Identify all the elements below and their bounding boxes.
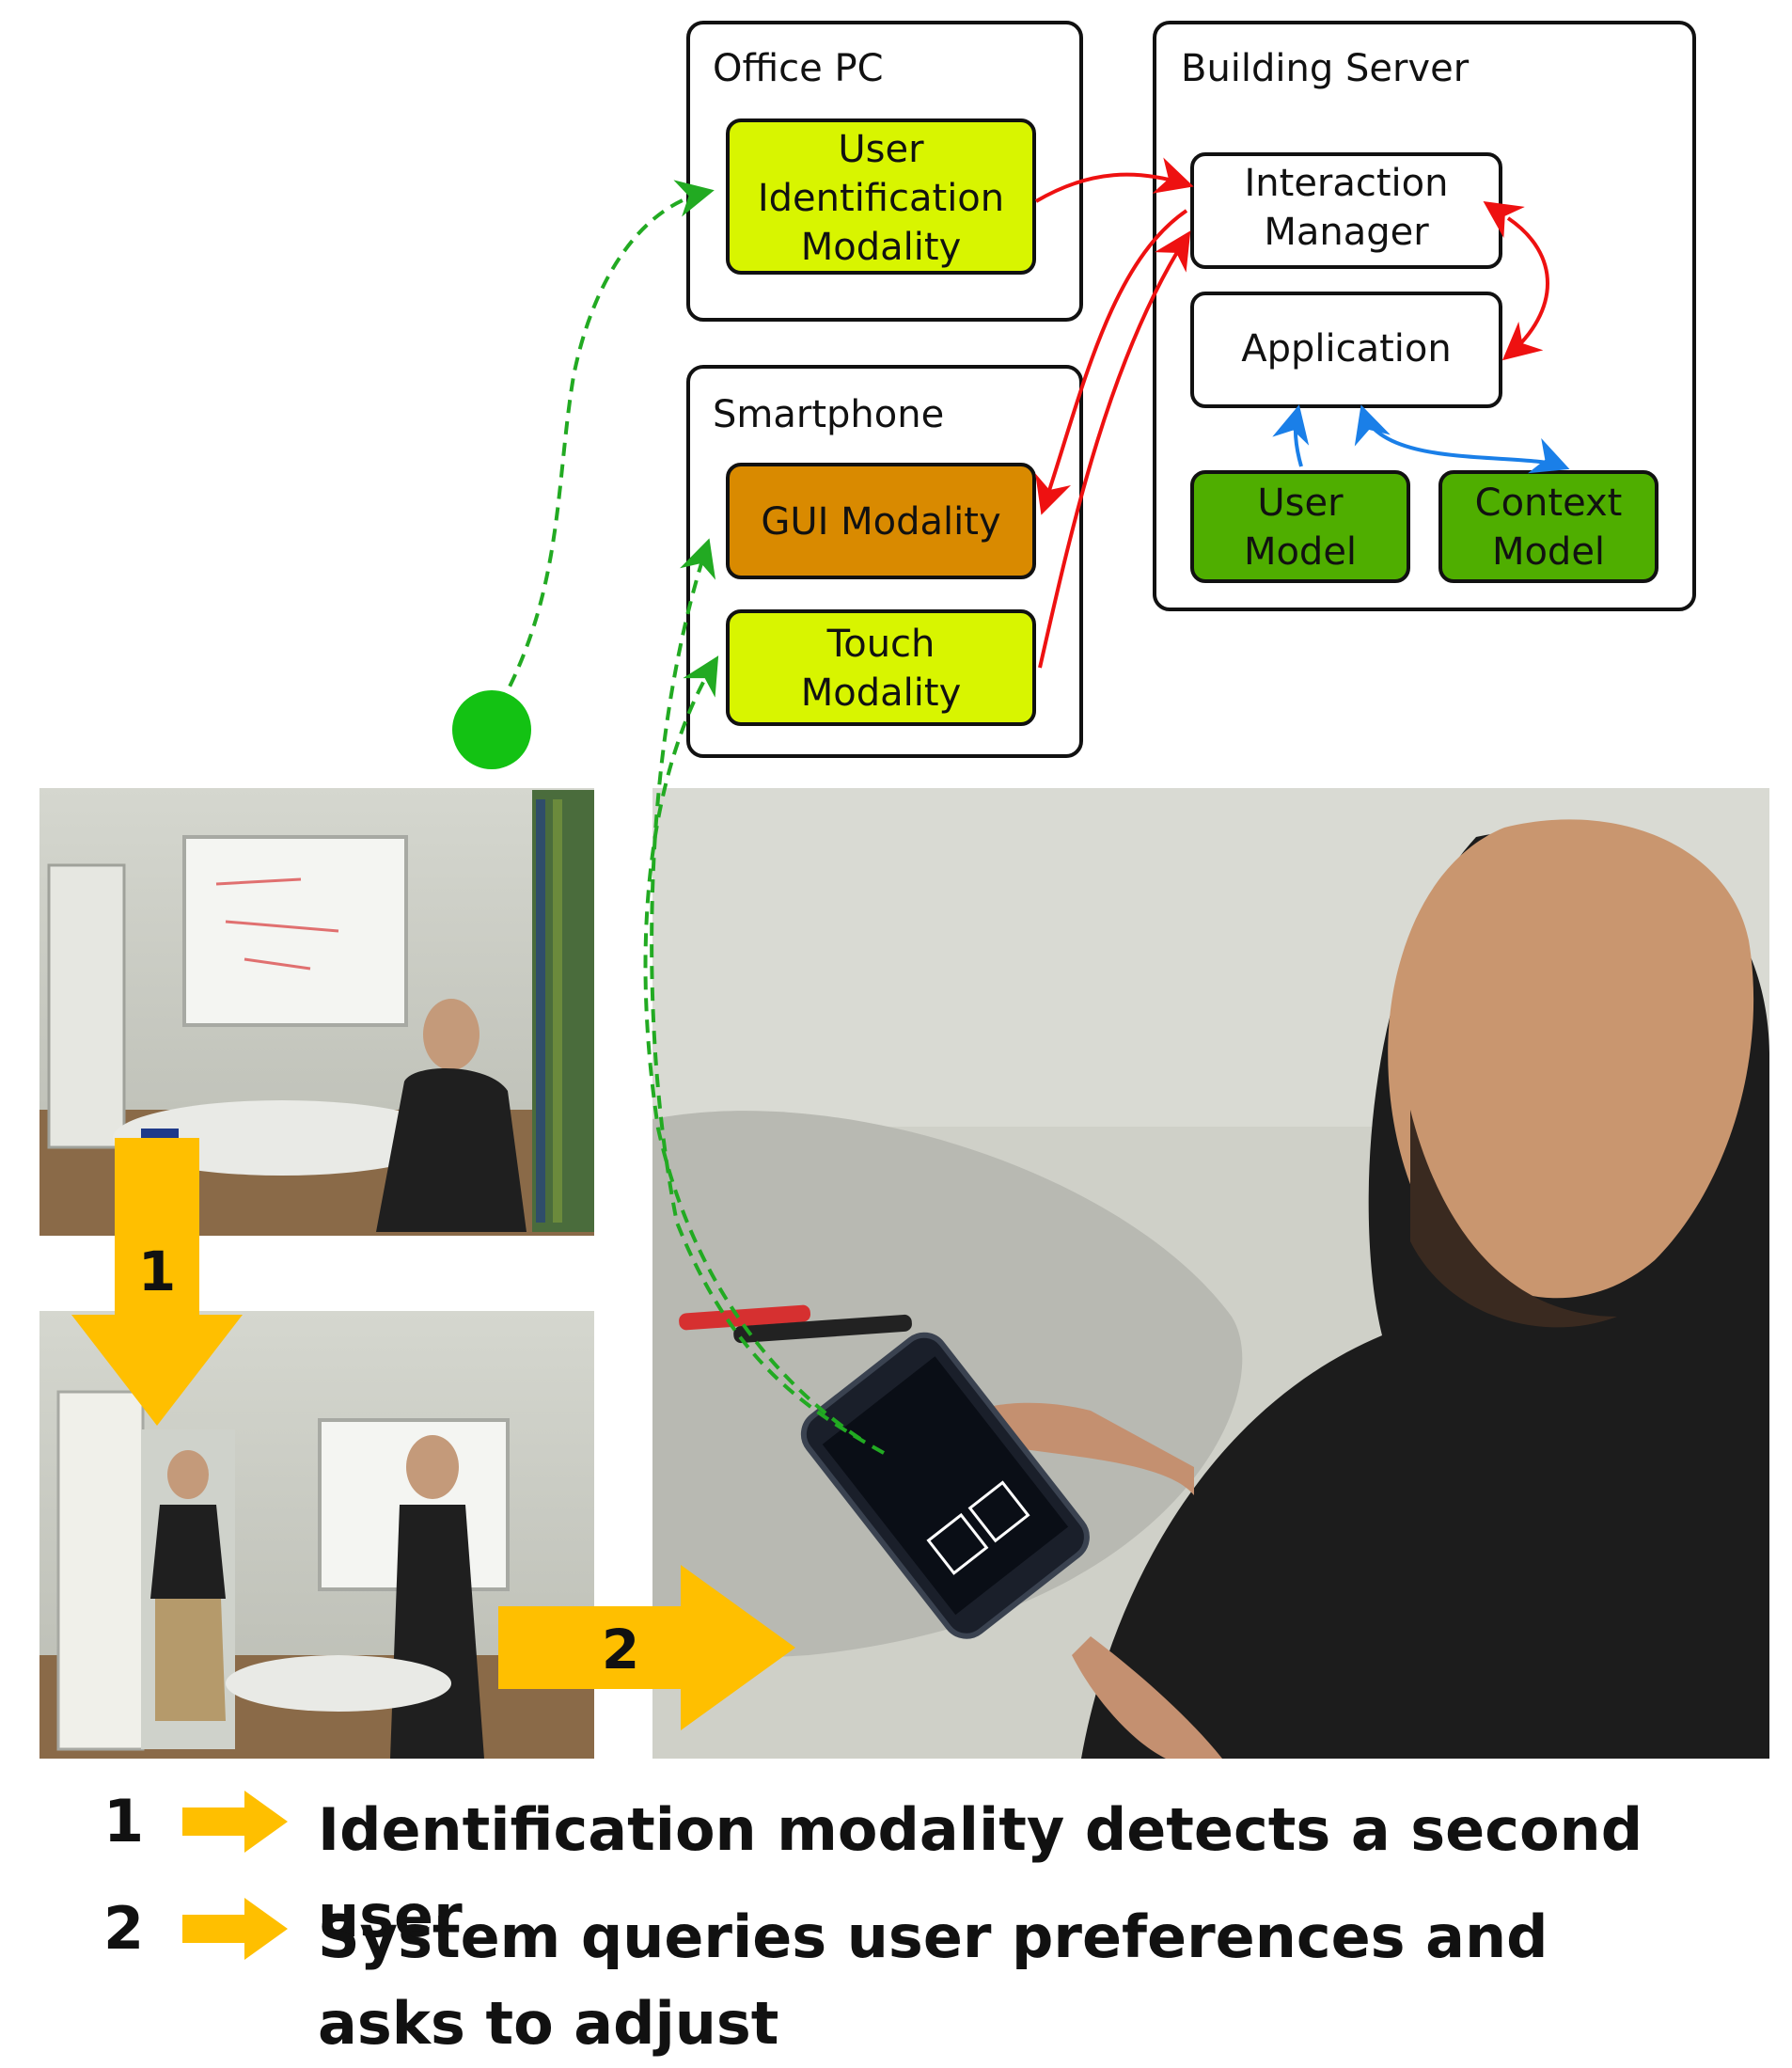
touch-modality-line-1: Touch	[826, 623, 935, 666]
office-pc-box: Office PC User Identification Modality	[686, 21, 1083, 322]
touch-modality-line-2: Modality	[801, 671, 961, 715]
application-label: Application	[1241, 327, 1452, 371]
flow-phone-to-gui	[650, 538, 885, 1455]
smartphone-box: Smartphone GUI Modality Touch Modality	[686, 365, 1083, 758]
step-legend: 1 Identification modality detects a seco…	[0, 1768, 1792, 2068]
block-arrow-icon	[182, 1791, 288, 1853]
photo-smartphone-prompt	[652, 788, 1769, 1759]
gui-modality: GUI Modality	[726, 463, 1036, 579]
flow-identification-to-manager	[1034, 157, 1194, 203]
identification-modality-line-2: Identification	[758, 177, 1004, 220]
flow-application-context-model	[1354, 404, 1570, 474]
flow-user-model-to-application	[1272, 404, 1310, 467]
interaction-manager: Interaction Manager	[1190, 152, 1502, 269]
building-server-box: Building Server Interaction Manager Appl…	[1153, 21, 1696, 611]
touch-modality: Touch Modality	[726, 609, 1036, 726]
building-server-title: Building Server	[1181, 47, 1470, 90]
identification-modality: User Identification Modality	[726, 118, 1036, 275]
identification-modality-line-1: User	[838, 128, 924, 171]
photo-seated-user	[39, 788, 594, 1236]
flow-manager-application	[1483, 201, 1549, 361]
flow-phone-to-touch	[643, 655, 862, 1441]
legend-number-2: 2	[103, 1894, 145, 1963]
step-1-number: 1	[138, 1239, 176, 1303]
identification-modality-line-3: Modality	[801, 226, 961, 269]
step-1-arrow: 1	[71, 1138, 243, 1426]
flow-touch-to-manager	[1038, 230, 1191, 669]
legend-number-1: 1	[103, 1787, 145, 1855]
legend-text-1: Identification modality detects a second…	[318, 1795, 1643, 1950]
user-model-line-1: User	[1257, 481, 1344, 525]
user-model-line-2: Model	[1244, 530, 1357, 574]
legend-text-2: System queries user preferences and asks…	[318, 1902, 1548, 2058]
flow-user-to-identification	[487, 180, 715, 726]
context-model-line-1: Context	[1475, 481, 1623, 525]
step-2-number: 2	[602, 1618, 639, 1681]
step-2-arrow: 2	[498, 1565, 795, 1730]
dot-icon	[452, 690, 531, 769]
context-model-line-2: Model	[1492, 530, 1605, 574]
legend-item-2: 2 System queries user preferences and as…	[103, 1894, 1709, 2067]
office-pc-title: Office PC	[713, 47, 884, 90]
legend-item-1: 1 Identification modality detects a seco…	[103, 1787, 1709, 1960]
interaction-manager-line-1: Interaction	[1244, 162, 1448, 205]
smartphone-title: Smartphone	[713, 393, 944, 436]
application: Application	[1190, 292, 1502, 408]
block-arrow-icon	[182, 1898, 288, 1960]
gui-modality-label: GUI Modality	[761, 500, 1000, 544]
context-model: Context Model	[1438, 470, 1658, 583]
interaction-manager-line-2: Manager	[1264, 211, 1429, 254]
user-model: User Model	[1190, 470, 1410, 583]
